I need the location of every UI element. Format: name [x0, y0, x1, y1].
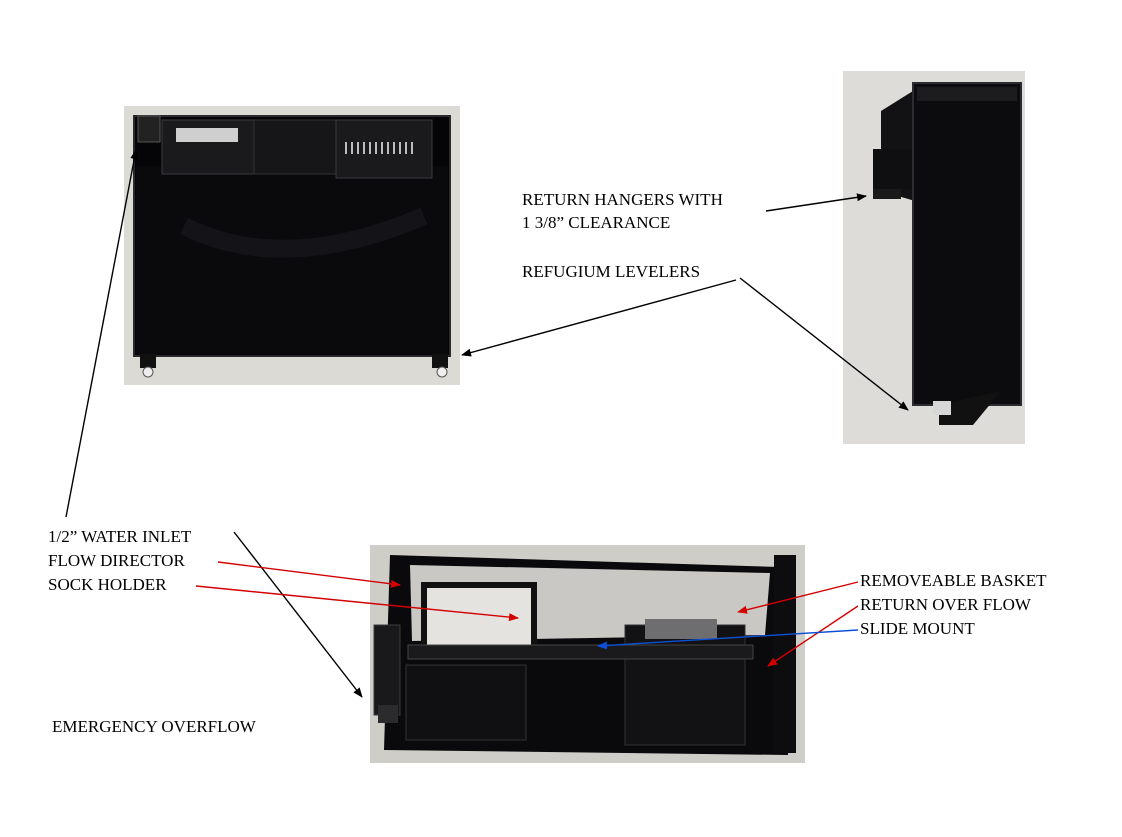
- refugium-side-view-photo: [843, 71, 1025, 444]
- arrow-leveler-side-view: [739, 277, 909, 411]
- refugium-top-view-photo: [124, 106, 460, 385]
- label-flow-director: FLOW DIRECTOR: [48, 551, 185, 570]
- arrow-water-inlet: [65, 149, 139, 518]
- arrow-return-hangers: [765, 193, 867, 212]
- label-return-hangers-line1: RETURN HANGERS WITH: [522, 190, 723, 209]
- label-removeable-basket: REMOVEABLE BASKET: [860, 571, 1047, 590]
- label-emergency-overflow: EMERGENCY OVERFLOW: [52, 717, 256, 736]
- label-slide-mount: SLIDE MOUNT: [860, 619, 975, 638]
- arrow-flow-director: [217, 561, 401, 588]
- arrow-slide-mount: [597, 629, 859, 650]
- label-return-over-flow: RETURN OVER FLOW: [860, 595, 1031, 614]
- label-sock-holder: SOCK HOLDER: [48, 575, 167, 594]
- arrow-return-over-flow: [767, 605, 859, 667]
- label-return-hangers-line2: 1 3/8” CLEARANCE: [522, 213, 671, 232]
- label-water-inlet: 1/2” WATER INLET: [48, 527, 192, 546]
- arrow-leveler-top-view: [461, 279, 737, 357]
- arrow-removeable-basket: [737, 581, 859, 614]
- refugium-interior-view-photo: [370, 545, 805, 763]
- arrow-sock-holder: [195, 585, 519, 622]
- label-refugium-levelers: REFUGIUM LEVELERS: [522, 262, 701, 281]
- arrow-emergency-overflow: [233, 531, 363, 698]
